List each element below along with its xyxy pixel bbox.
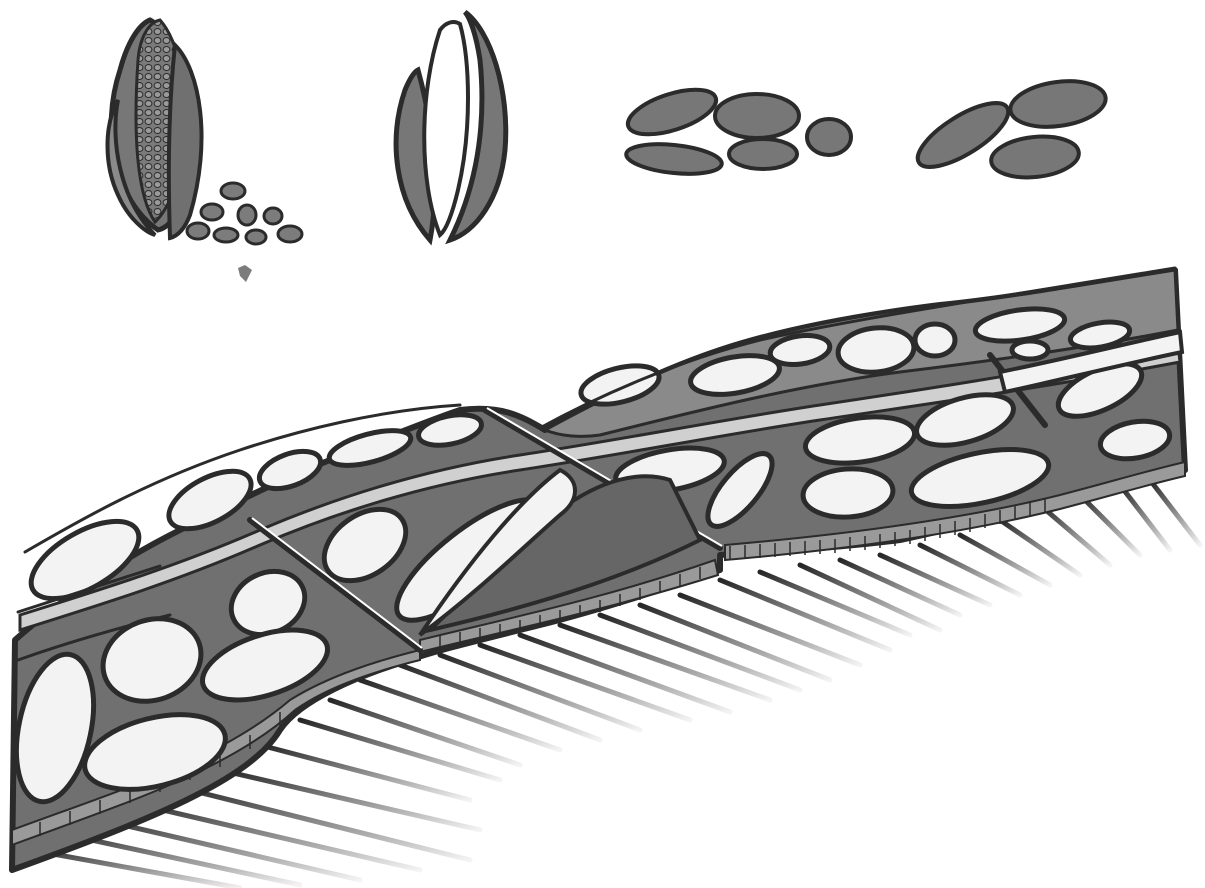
terraced-landform-icon xyxy=(4,268,1200,888)
husk-icon xyxy=(396,12,506,240)
corn-cob-icon xyxy=(108,20,303,282)
kernels-icon xyxy=(623,81,851,178)
kernels-icon xyxy=(909,76,1109,182)
loose-kernels-icon xyxy=(187,183,302,244)
